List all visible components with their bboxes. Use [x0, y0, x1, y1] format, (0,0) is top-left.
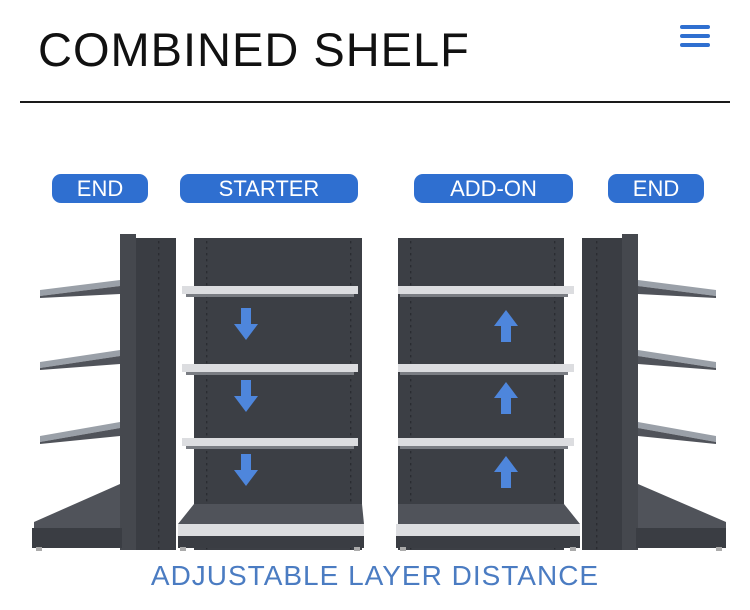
starter-shelf	[178, 238, 364, 551]
page-title: COMBINED SHELF	[38, 23, 470, 76]
header-divider	[20, 101, 730, 103]
label-starter: STARTER	[180, 174, 358, 203]
hamburger-menu-icon[interactable]	[678, 24, 712, 50]
caption-adjustable-layer-distance: ADJUSTABLE LAYER DISTANCE	[150, 560, 600, 591]
end-shelf-left	[32, 234, 176, 551]
label-end-right: END	[608, 174, 704, 203]
label-add-on: ADD-ON	[414, 174, 573, 203]
label-end-left: END	[52, 174, 148, 203]
end-shelf-right	[582, 234, 726, 551]
add-on-shelf	[396, 238, 580, 551]
shelf-illustration	[32, 234, 726, 551]
